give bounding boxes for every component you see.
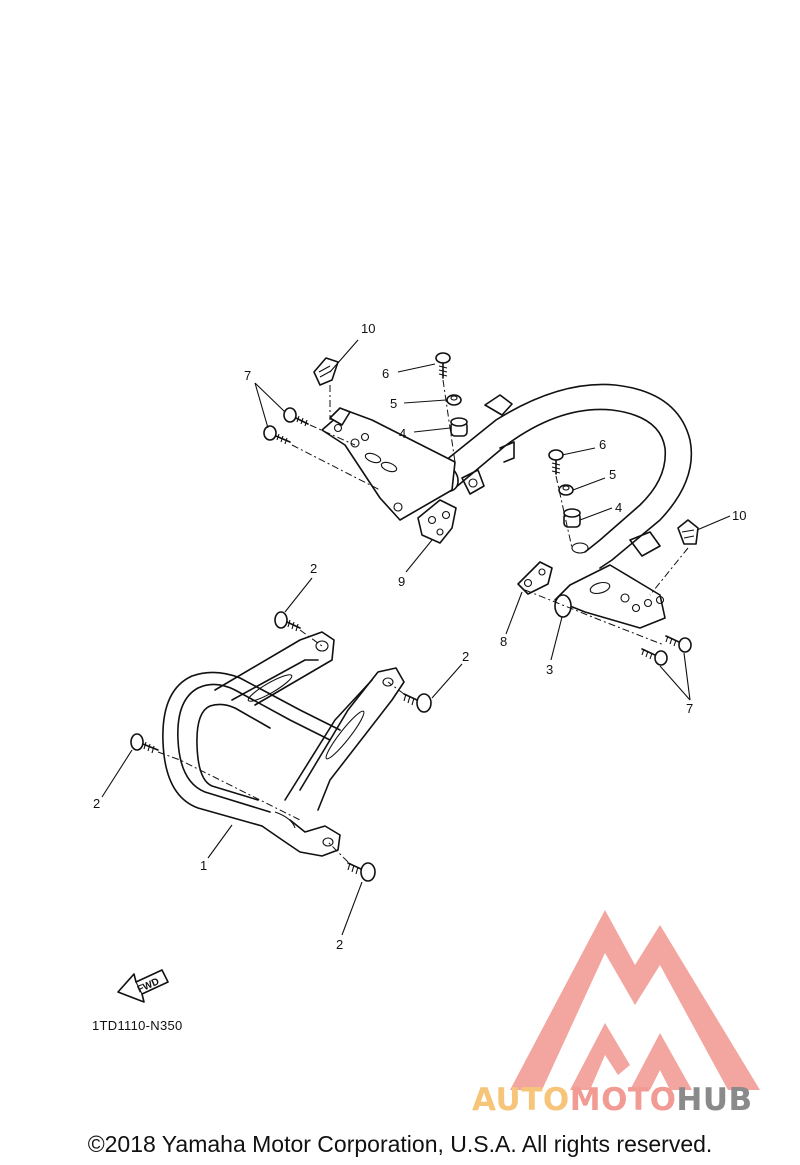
left-bar-bracket — [321, 407, 456, 521]
bolt-7-lower-a — [665, 635, 692, 653]
clip-10-left — [313, 357, 339, 386]
leader-lines — [101, 339, 731, 936]
callout-6-lower: 6 — [599, 437, 606, 452]
callout-9: 9 — [398, 574, 405, 589]
callout-3: 3 — [546, 662, 553, 677]
bolt-6-upper — [435, 352, 451, 379]
bolt-2-top — [274, 611, 301, 632]
copyright-notice: ©2018 Yamaha Motor Corporation, U.S.A. A… — [87, 1131, 713, 1157]
damper-4-upper — [450, 417, 468, 437]
callout-4-upper: 4 — [399, 426, 406, 441]
callout-2-left: 2 — [93, 796, 100, 811]
bolt-7-upper-a — [283, 407, 309, 427]
bolt-2-left — [130, 733, 159, 754]
callout-6-upper: 6 — [382, 366, 389, 381]
bolt-2-bottom — [347, 862, 376, 882]
automotohub-logo — [510, 910, 760, 1090]
callout-2-top: 2 — [310, 561, 317, 576]
damper-4-lower — [563, 508, 581, 528]
wordmark-auto: AUTO — [472, 1082, 570, 1118]
rear-grab-bar — [433, 383, 693, 569]
bolt-6-lower — [548, 449, 564, 475]
callout-7-lower: 7 — [686, 701, 693, 716]
callout-1: 1 — [200, 858, 207, 873]
callout-8: 8 — [500, 634, 507, 649]
wordmark-hub: HUB — [676, 1082, 753, 1118]
callout-10-lower: 10 — [732, 508, 746, 523]
plate-8 — [517, 561, 553, 595]
front-guard-1 — [162, 631, 405, 857]
bolt-7-lower-b — [641, 648, 668, 666]
clip-10-right — [677, 519, 699, 545]
callout-5-upper: 5 — [390, 396, 397, 411]
bolt-2-right — [403, 693, 432, 713]
callout-2-right: 2 — [462, 649, 469, 664]
wordmark-moto: MOTO — [569, 1082, 677, 1118]
automotohub-wordmark: AUTOMOTOHUB — [472, 1082, 753, 1118]
callout-5-lower: 5 — [609, 467, 616, 482]
callout-10-upper: 10 — [361, 321, 375, 336]
callout-7-upper: 7 — [244, 368, 251, 383]
right-bar-bracket — [554, 542, 666, 629]
fwd-label: FWD — [136, 976, 161, 995]
bolt-7-upper-b — [263, 425, 291, 445]
fwd-arrow-icon: FWD — [117, 969, 169, 1003]
diagram-part-code: 1TD1110-N350 — [92, 1018, 183, 1033]
plate-9 — [417, 499, 457, 544]
callout-4-lower: 4 — [615, 500, 622, 515]
callout-2-bottom: 2 — [336, 937, 343, 952]
callout-labels: 10 7 6 5 4 6 5 4 10 9 8 3 7 2 2 2 1 2 — [93, 321, 746, 952]
